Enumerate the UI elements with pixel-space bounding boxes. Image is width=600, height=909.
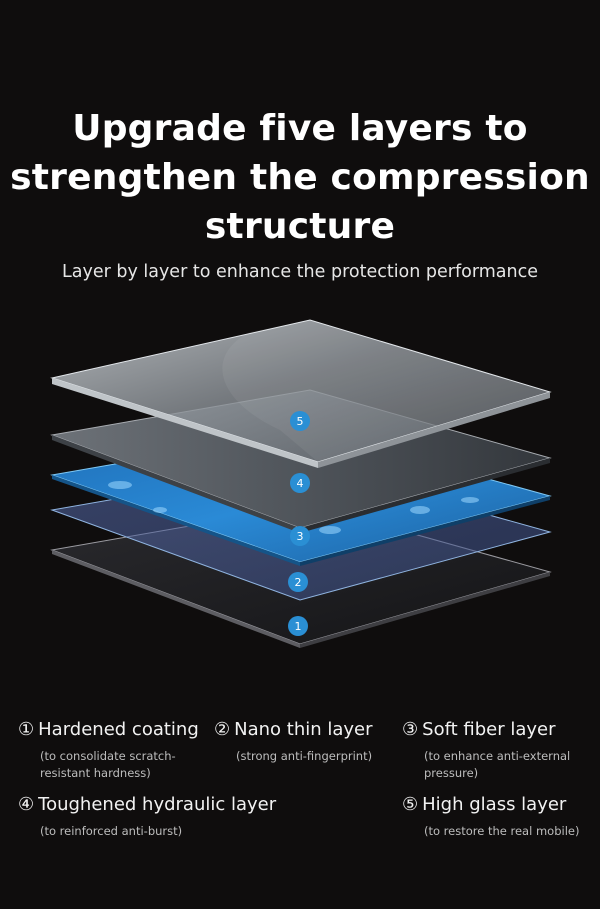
title-line-1: Upgrade five layers to (72, 108, 528, 149)
badge-2: 2 (288, 572, 308, 592)
svg-text:2: 2 (295, 576, 302, 589)
feature-name: Nano thin layer (234, 719, 373, 740)
page-subtitle: Layer by layer to enhance the protection… (61, 262, 538, 282)
page-title: Upgrade five layers to strengthen the co… (0, 104, 600, 251)
feature-desc: (to restore the real mobile) (424, 824, 580, 838)
svg-text:1: 1 (295, 620, 302, 633)
svg-text:4: 4 (297, 477, 304, 490)
feature-number: ④ (18, 794, 35, 815)
feature-desc: pressure) (424, 766, 479, 780)
layer-stack-diagram: 5 4 3 2 1 (50, 319, 552, 648)
badge-3: 3 (290, 526, 310, 546)
feature-number: ① (18, 719, 35, 740)
badge-1: 1 (288, 616, 308, 636)
title-line-2: strengthen the compression (10, 157, 590, 198)
feature-name: Soft fiber layer (422, 719, 556, 740)
svg-text:3: 3 (297, 530, 304, 543)
feature-number: ② (214, 719, 231, 740)
badge-5: 5 (290, 411, 310, 431)
badge-4: 4 (290, 473, 310, 493)
feature-desc: resistant hardness) (40, 766, 151, 780)
feature-name: Toughened hydraulic layer (38, 794, 277, 815)
feature-desc: (strong anti-fingerprint) (236, 749, 373, 763)
feature-number: ⑤ (402, 794, 419, 815)
feature-name: High glass layer (422, 794, 567, 815)
title-line-3: structure (204, 206, 396, 247)
feature-number: ③ (402, 719, 419, 740)
feature-desc: (to reinforced anti-burst) (40, 824, 183, 838)
feature-name: Hardened coating (38, 719, 199, 740)
feature-desc: (to consolidate scratch- (40, 749, 176, 763)
svg-text:5: 5 (297, 415, 304, 428)
feature-desc: (to enhance anti-external (424, 749, 571, 763)
